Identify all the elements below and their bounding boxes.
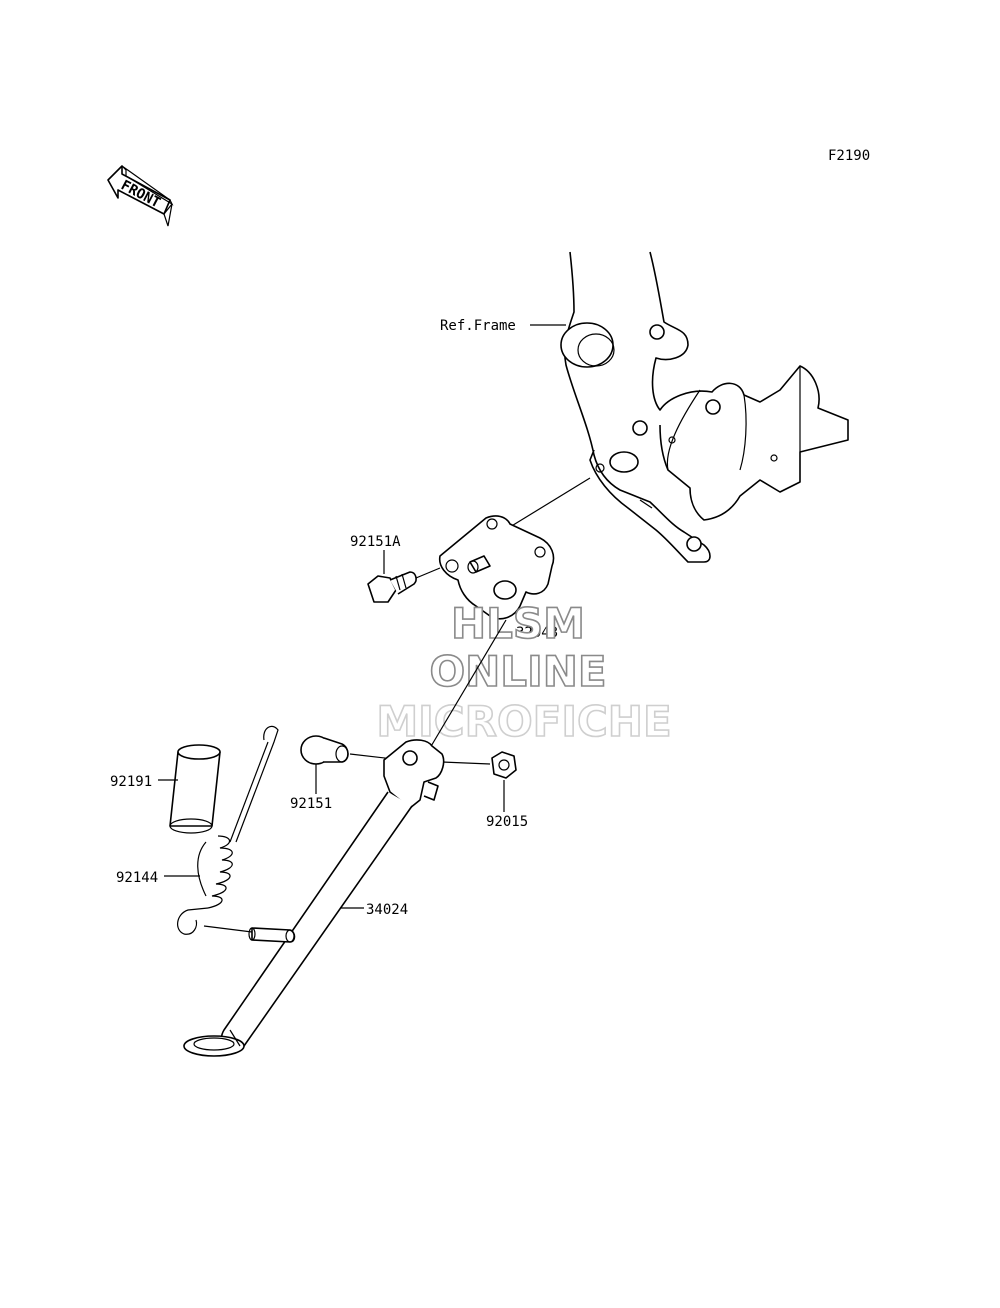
pin <box>203 925 296 943</box>
bracket-32043 <box>438 515 555 620</box>
part-92191-label: 92191 <box>110 774 152 790</box>
side-stand-34024 <box>183 739 445 1057</box>
watermark-line2: ONLINE <box>429 647 606 696</box>
bolt-92151 <box>300 735 349 765</box>
spring-92144 <box>177 835 233 935</box>
ref-frame-label: Ref.Frame <box>440 318 516 334</box>
front-arrow-icon: FRONT <box>107 165 174 227</box>
bolt-92151a <box>367 571 417 603</box>
part-92144-label: 92144 <box>116 870 158 886</box>
part-32043-label: 32043 <box>516 625 558 641</box>
sleeve-92191 <box>169 744 221 834</box>
front-label: FRONT <box>118 177 163 211</box>
part-92151a-label: 92151A <box>350 534 401 550</box>
part-34024-label: 34024 <box>366 902 408 918</box>
nut-92015 <box>491 751 517 779</box>
watermark-line3: MICROFICHE <box>376 697 671 746</box>
part-92151-label: 92151 <box>290 796 332 812</box>
part-92015-label: 92015 <box>486 814 528 830</box>
frame-reference <box>560 251 849 563</box>
figure-code: F2190 <box>828 148 870 164</box>
watermark-line1: HLSM <box>451 599 585 648</box>
watermark: HLSM ONLINE MICROFICHE <box>376 598 673 747</box>
